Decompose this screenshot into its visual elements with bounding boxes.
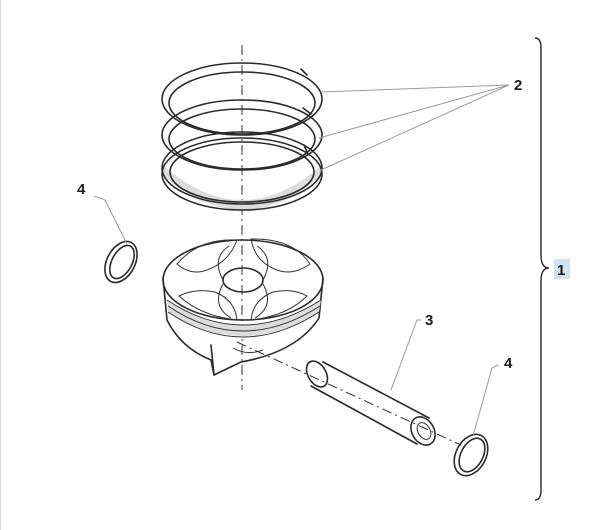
leader-4-right [472, 364, 499, 437]
assembly-brace [534, 37, 550, 501]
leader-3 [390, 319, 421, 391]
assembly-highlight [554, 259, 570, 279]
callout-circlip-left: 4 [77, 181, 86, 198]
callout-circlip-right: 4 [504, 355, 513, 372]
leader-2a [321, 84, 510, 93]
leader-4-left [93, 195, 128, 245]
piston [162, 238, 324, 376]
piston-pin [305, 360, 436, 446]
circlip-left [104, 240, 138, 284]
piston-ring-top [161, 62, 323, 136]
circlip-right [453, 433, 489, 477]
callout-pin: 3 [425, 312, 433, 329]
pin-axis-centerline [236, 341, 462, 446]
piston-ring-middle [161, 99, 323, 171]
leader-2c [320, 84, 510, 171]
callout-assembly: 1 [557, 262, 565, 279]
piston-ring-oil [161, 131, 323, 211]
leader-2b [318, 84, 510, 139]
callout-rings: 2 [514, 77, 522, 94]
